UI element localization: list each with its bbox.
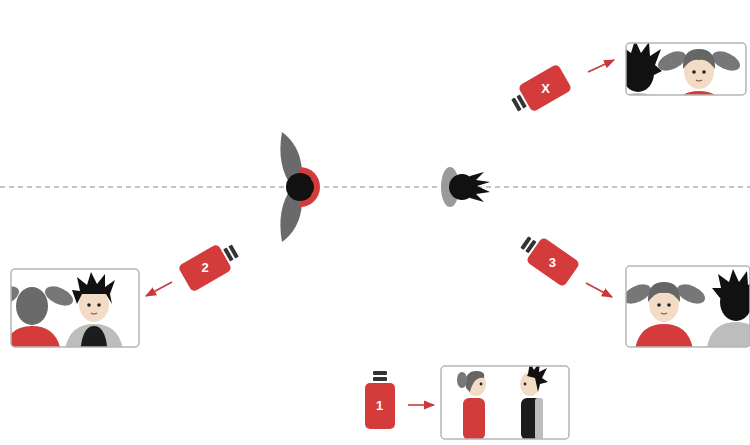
camera-body: X	[518, 64, 573, 113]
frame-border	[626, 43, 746, 95]
face	[312, 178, 316, 196]
head	[286, 173, 314, 201]
boy-figure	[706, 269, 750, 347]
girl-figure	[11, 282, 76, 347]
girl-profile	[457, 371, 486, 439]
camera-number: 3	[549, 255, 556, 268]
camera-number: 1	[376, 399, 383, 412]
view-arrow	[586, 283, 612, 297]
camera-body: 2	[178, 244, 233, 293]
camera-number: X	[541, 82, 550, 95]
girl-top-view	[280, 132, 320, 242]
shot-frame	[441, 361, 569, 440]
view-arrow	[588, 60, 614, 72]
shot-frame	[608, 40, 746, 131]
shot-frame	[620, 266, 750, 362]
view-arrow	[146, 282, 172, 296]
camera-body: 1	[365, 383, 395, 429]
camera-body: 3	[526, 237, 581, 288]
camera-lens	[373, 371, 387, 381]
hair	[470, 172, 490, 202]
frame	[441, 366, 569, 439]
boy-figure	[64, 272, 124, 347]
camera-number: 2	[201, 261, 208, 274]
shot-frame	[0, 269, 139, 364]
boy-figure	[626, 43, 668, 95]
frame-border	[626, 266, 750, 347]
frame-border	[11, 269, 139, 347]
boy-profile	[520, 366, 548, 439]
axis-line	[0, 187, 750, 188]
girl-figure	[626, 280, 708, 347]
boy-top-view	[441, 167, 490, 207]
frame-border	[441, 366, 569, 439]
girl-figure	[655, 47, 743, 95]
view-arrow	[408, 404, 434, 406]
